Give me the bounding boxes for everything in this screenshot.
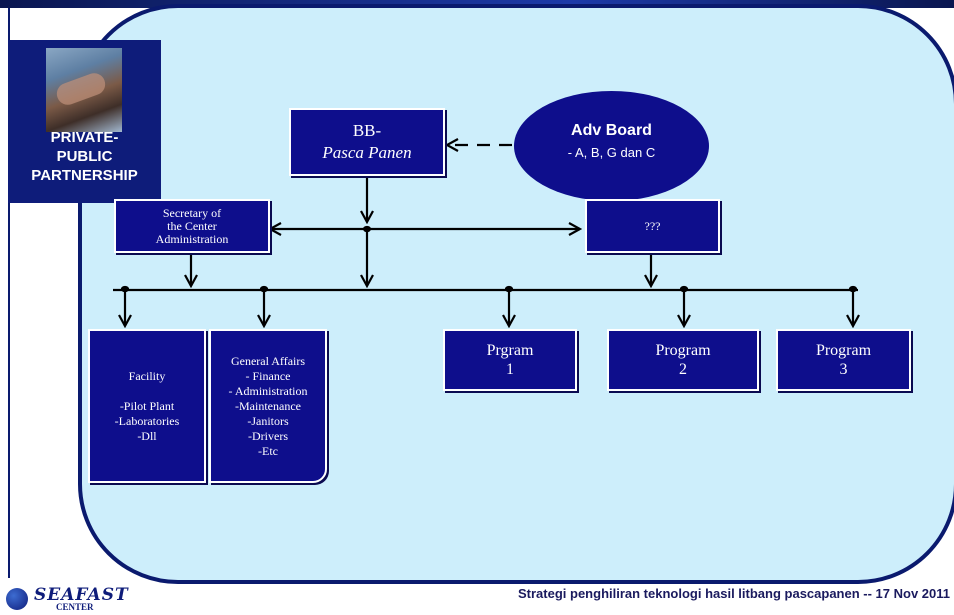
partnership-badge: PRIVATE- PUBLIC PARTNERSHIP — [8, 40, 161, 203]
diagram-panel — [78, 4, 954, 584]
node-adv-board: Adv Board - A, B, G dan C — [514, 91, 709, 201]
logo-sub: CENTER — [56, 602, 94, 612]
node-secretary: Secretary of the Center Administration — [114, 199, 270, 253]
node-program3: Program 3 — [776, 329, 911, 391]
seafast-emblem-icon — [6, 588, 28, 610]
logo-name: SEAFAST — [34, 585, 129, 605]
left-border-line — [8, 8, 10, 578]
handshake-photo-icon — [46, 48, 122, 132]
node-bb-pasca-panen: BB- Pasca Panen — [289, 108, 445, 176]
partnership-label: PRIVATE- PUBLIC PARTNERSHIP — [31, 129, 138, 184]
adv-board-members: - A, B, G dan C — [567, 145, 656, 160]
node-general-affairs: General Affairs - Finance - Administrati… — [209, 329, 327, 483]
seafast-logo: SEAFAST CENTER — [6, 585, 136, 613]
adv-board-title: Adv Board — [571, 122, 652, 139]
bb-line2: Pasca Panen — [322, 143, 412, 162]
node-facility: Facility -Pilot Plant -Laboratories -Dll — [88, 329, 206, 483]
node-program2: Program 2 — [607, 329, 759, 391]
bb-line1: BB- — [352, 121, 382, 140]
node-unknown: ??? — [585, 199, 720, 253]
footer-text: Strategi penghiliran teknologi hasil lit… — [518, 586, 950, 601]
node-program1: Prgram 1 — [443, 329, 577, 391]
